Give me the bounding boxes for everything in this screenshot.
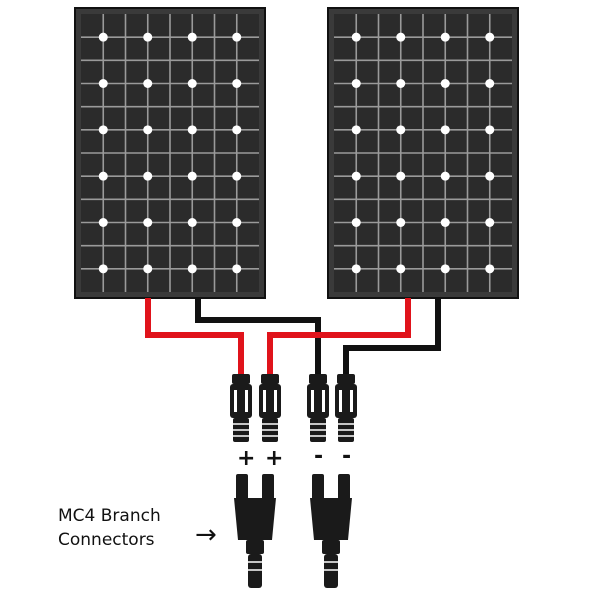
cell-node xyxy=(396,218,406,227)
cell-node xyxy=(143,32,153,42)
cell-node xyxy=(187,79,197,88)
cell-node xyxy=(143,125,153,135)
cell-node xyxy=(98,264,108,274)
branch-body xyxy=(234,498,276,540)
negative-wire-left xyxy=(195,298,321,378)
cell-node xyxy=(98,125,108,135)
branch-neck xyxy=(322,540,340,554)
cell-node xyxy=(396,32,406,42)
cell-node xyxy=(232,171,242,181)
cell-node xyxy=(351,218,361,227)
caption-line-2: Connectors xyxy=(58,530,155,550)
plug-body xyxy=(230,384,252,418)
cell-node xyxy=(98,79,108,88)
cell-node xyxy=(232,125,242,135)
cell-node xyxy=(485,171,495,181)
plug-body xyxy=(335,384,357,418)
cell-node xyxy=(187,264,197,274)
cell-node xyxy=(187,125,197,135)
cell-node xyxy=(351,264,361,274)
plug-highlight xyxy=(245,390,248,412)
cell-node xyxy=(351,171,361,181)
negative-branch-connector xyxy=(310,474,352,588)
cell-node xyxy=(351,32,361,42)
cell-node xyxy=(98,171,108,181)
cell-node xyxy=(485,218,495,227)
cell-node xyxy=(396,171,406,181)
cell-node xyxy=(143,171,153,181)
cell-node xyxy=(232,79,242,88)
cell-node xyxy=(485,125,495,135)
plug-cap xyxy=(309,374,327,384)
plug-highlight xyxy=(311,390,314,412)
plug-highlight xyxy=(322,390,325,412)
cell-node xyxy=(440,218,450,227)
plug-body xyxy=(259,384,281,418)
branch-arm-left xyxy=(236,474,248,500)
arrow-icon: → xyxy=(195,520,217,550)
plug-body xyxy=(307,384,329,418)
cell-node xyxy=(440,264,450,274)
cell-node xyxy=(232,32,242,42)
left-solar-panel xyxy=(74,7,266,299)
right-solar-panel xyxy=(327,7,519,299)
branch-arm-right xyxy=(262,474,274,500)
cell-node xyxy=(98,32,108,42)
branch-body xyxy=(310,498,352,540)
cell-node xyxy=(485,32,495,42)
negative-label-1: - xyxy=(314,444,324,469)
branch-neck xyxy=(246,540,264,554)
cell-node xyxy=(351,79,361,88)
cell-node xyxy=(440,171,450,181)
positive-label-1: + xyxy=(237,446,256,471)
plug-highlight xyxy=(350,390,353,412)
cell-node xyxy=(396,79,406,88)
cell-node xyxy=(440,79,450,88)
plug-highlight xyxy=(274,390,277,412)
branch-arm-left xyxy=(312,474,324,500)
plug-cap xyxy=(261,374,279,384)
cell-node xyxy=(485,264,495,274)
plug-cap xyxy=(337,374,355,384)
negative-plug-2 xyxy=(335,374,357,442)
positive-wire-left xyxy=(145,298,244,378)
cell-node xyxy=(143,264,153,274)
plug-highlight xyxy=(234,390,237,412)
cell-node xyxy=(232,264,242,274)
branch-arm-right xyxy=(338,474,350,500)
positive-plug-2 xyxy=(259,374,281,442)
plug-cap xyxy=(232,374,250,384)
cell-node xyxy=(143,79,153,88)
positive-wire-right xyxy=(267,298,411,378)
cell-node xyxy=(440,32,450,42)
cell-node xyxy=(485,79,495,88)
cell-node xyxy=(98,218,108,227)
cell-node xyxy=(396,264,406,274)
cell-node xyxy=(187,218,197,227)
cell-node xyxy=(351,125,361,135)
positive-branch-connector xyxy=(234,474,276,588)
branch-output xyxy=(324,554,338,588)
branch-output xyxy=(248,554,262,588)
cell-node xyxy=(396,125,406,135)
cell-node xyxy=(187,32,197,42)
plug-highlight xyxy=(339,390,342,412)
caption-line-1: MC4 Branch xyxy=(58,506,161,526)
cell-node xyxy=(232,218,242,227)
caption: MC4 Branch Connectors xyxy=(58,504,208,552)
positive-label-2: + xyxy=(265,446,284,471)
cell-node xyxy=(143,218,153,227)
positive-plug-1 xyxy=(230,374,252,442)
cell-node xyxy=(440,125,450,135)
cell-node xyxy=(187,171,197,181)
negative-wire-right xyxy=(343,298,441,378)
negative-label-2: - xyxy=(342,444,352,469)
plug-highlight xyxy=(263,390,266,412)
negative-plug-1 xyxy=(307,374,329,442)
